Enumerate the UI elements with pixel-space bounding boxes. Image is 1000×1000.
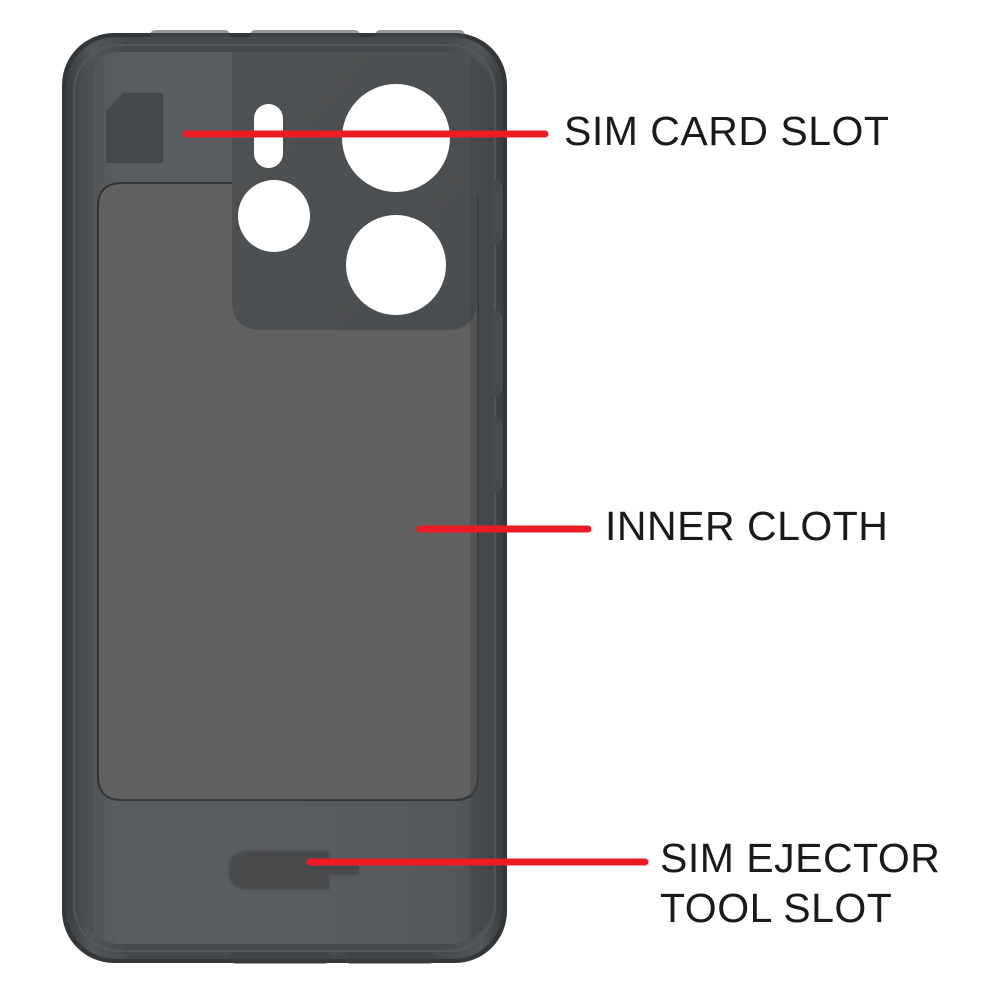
camera-lens-bottom-cutout [346,215,446,315]
callout-label-inner-cloth: INNER CLOTH [605,503,889,549]
top-edge-bumps [150,30,465,40]
case-inner-tray [80,52,492,944]
sim-card-slot-marker [104,91,165,165]
camera-lens-top-cutout [342,84,450,192]
camera-lens-small-cutout [238,180,310,252]
callout-leader-lines [182,130,649,866]
callout-label-sim-ejector-tool-slot: SIM EJECTOR TOOL SLOT [660,835,941,932]
inner-cloth-panel [97,182,479,801]
bottom-edge-bumps [230,952,435,964]
callout-label-sim-card-slot: SIM CARD SLOT [564,108,890,154]
